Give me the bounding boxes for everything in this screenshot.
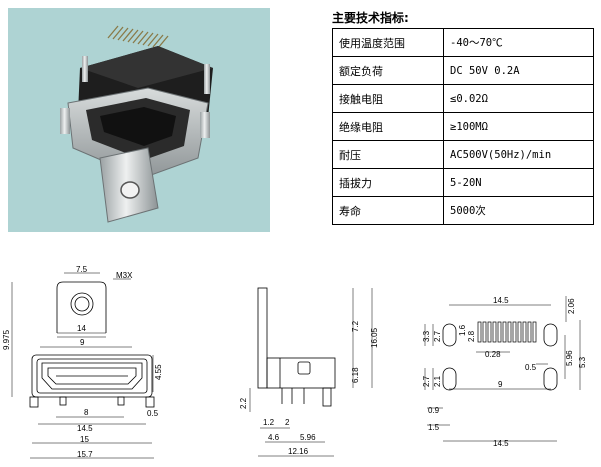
table-row: 插拔力 5-20N — [332, 168, 594, 197]
product-photo — [8, 8, 270, 232]
dim-label: 4.55 — [154, 364, 163, 380]
spec-value: ≥100MΩ — [443, 112, 594, 141]
spec-label: 耐压 — [332, 140, 444, 169]
dim-label: 5.96 — [565, 350, 574, 366]
dim-label: 7.5 — [76, 265, 88, 274]
dim-label: 7.2 — [351, 320, 360, 332]
dim-label: 6.18 — [351, 367, 360, 383]
spec-value: 5-20N — [443, 168, 594, 197]
dim-label: 9 — [498, 380, 503, 389]
front-view-labels: 7.5 M3X 9.975 14 9 4.55 8 0.5 14.5 15 15… — [2, 265, 163, 459]
dim-label: 9.975 — [2, 329, 11, 350]
dim-label: 2.7 — [422, 375, 431, 387]
dim-label: 15.7 — [77, 450, 93, 459]
dim-label: 0.5 — [525, 363, 537, 372]
spec-value: ≤0.02Ω — [443, 84, 594, 113]
dim-label: 9 — [80, 338, 85, 347]
dim-label: 5.96 — [300, 433, 316, 442]
dim-label: 14.5 — [493, 296, 509, 305]
dim-label: 16.05 — [370, 327, 379, 348]
table-row: 寿命 5000次 — [332, 196, 594, 225]
spec-label: 使用温度范围 — [332, 28, 444, 57]
dim-label: 1.5 — [428, 423, 440, 432]
spec-label: 绝缘电阻 — [332, 112, 444, 141]
dim-label: 0.5 — [147, 409, 159, 418]
dim-label: 12.16 — [288, 447, 309, 456]
spec-value: AC500V(50Hz)/min — [443, 140, 594, 169]
dim-label: 2.06 — [567, 298, 576, 314]
footprint-view-labels: 14.5 2.06 3.3 2.7 1.6 2.8 0.28 0.5 5.96 … — [422, 296, 587, 448]
table-row: 使用温度范围 -40～70℃ — [332, 28, 594, 57]
dim-label: 2.8 — [467, 330, 476, 342]
dim-label: 2.7 — [433, 330, 442, 342]
side-view-drawing — [249, 287, 373, 457]
hdmi-connector-illustration — [60, 25, 213, 223]
table-row: 绝缘电阻 ≥100MΩ — [332, 112, 594, 141]
technical-drawings: 7.5 M3X 9.975 14 9 4.55 8 0.5 14.5 15 15… — [2, 265, 587, 459]
spec-table: 使用温度范围 -40～70℃ 额定负荷 DC 50V 0.2A 接触电阻 ≤0.… — [332, 28, 594, 225]
dim-label: 0.9 — [428, 406, 440, 415]
table-row: 耐压 AC500V(50Hz)/min — [332, 140, 594, 169]
dim-label: 5.3 — [578, 356, 587, 368]
dim-label: 14.5 — [77, 424, 93, 433]
dim-label: 2.1 — [433, 375, 442, 387]
front-view-drawing — [11, 272, 155, 459]
table-row: 接触电阻 ≤0.02Ω — [332, 84, 594, 113]
spec-label: 插拔力 — [332, 168, 444, 197]
dim-label: M3X — [116, 271, 133, 280]
dim-label: 1.6 — [458, 324, 467, 336]
dim-label: 15 — [80, 435, 89, 444]
spec-label: 额定负荷 — [332, 56, 444, 85]
dim-label: 14.5 — [493, 439, 509, 448]
table-row: 额定负荷 DC 50V 0.2A — [332, 56, 594, 85]
spec-value: 5000次 — [443, 196, 594, 225]
dim-label: 4.6 — [268, 433, 280, 442]
dim-label: 2.2 — [239, 397, 248, 409]
dim-label: 1.2 — [263, 418, 275, 427]
dim-label: 8 — [84, 408, 89, 417]
spec-value: DC 50V 0.2A — [443, 56, 594, 85]
spec-value: -40～70℃ — [443, 28, 594, 57]
footprint-view-drawing — [424, 296, 581, 442]
dim-label: 3.3 — [422, 330, 431, 342]
side-view-labels: 7.2 16.05 6.18 2.2 1.2 2 4.6 5.96 12.16 — [239, 320, 379, 456]
dim-label: 2 — [285, 418, 290, 427]
spec-label: 接触电阻 — [332, 84, 444, 113]
dim-label: 14 — [77, 324, 86, 333]
spec-label: 寿命 — [332, 196, 444, 225]
dim-label: 0.28 — [485, 350, 501, 359]
spec-title: 主要技术指标: — [332, 11, 409, 25]
